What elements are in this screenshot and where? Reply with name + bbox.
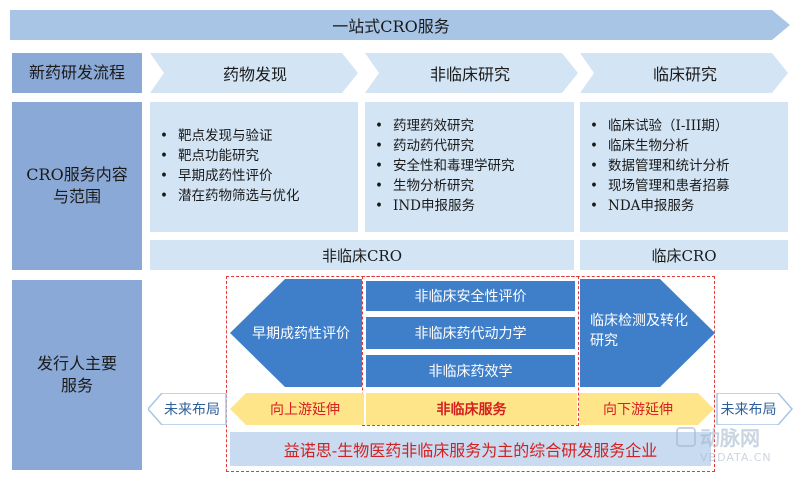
service-label-clinical-translation: 临床检测及转化研究 (590, 313, 688, 349)
service-bar-safety-evaluation: 非临床安全性评价 (366, 281, 575, 311)
scope-item: 安全性和毒理学研究 (375, 156, 574, 176)
scope-item: 靶点功能研究 (160, 146, 358, 166)
cro-bar-clinical: 临床CRO (580, 240, 788, 270)
chevron-nonclinical (365, 53, 578, 93)
service-bar-pharmacodynamics: 非临床药效学 (366, 355, 575, 387)
scope-item: 生物分析研究 (375, 176, 574, 196)
cro-bar-nonclinical: 非临床CRO (150, 240, 574, 270)
chevron-drug-discovery (150, 53, 358, 93)
scope-item: 药理药效研究 (375, 116, 574, 136)
scope-box-nonclinical: 药理药效研究 药动药代研究 安全性和毒理学研究 生物分析研究 IND申报服务 (365, 102, 574, 232)
stage-chevrons (150, 53, 788, 93)
chevron-clinical (580, 53, 788, 93)
service-shape-clinical-translation (580, 279, 715, 387)
scope-list-discovery: 靶点发现与验证 靶点功能研究 早期成药性评价 潜在药物筛选与优化 (160, 126, 358, 206)
scope-item: 靶点发现与验证 (160, 126, 358, 146)
row-label-issuer: 发行人主要服务 (12, 280, 142, 470)
core-bar-shape (366, 393, 577, 425)
scope-list-clinical: 临床试验（I-III期） 临床生物分析 数据管理和统计分析 现场管理和患者招募 … (590, 116, 788, 216)
service-shape-early-evaluation (230, 279, 362, 387)
scope-list-nonclinical: 药理药效研究 药动药代研究 安全性和毒理学研究 生物分析研究 IND申报服务 (375, 116, 574, 216)
scope-box-clinical: 临床试验（I-III期） 临床生物分析 数据管理和统计分析 现场管理和患者招募 … (580, 102, 788, 232)
scope-box-discovery: 靶点发现与验证 靶点功能研究 早期成药性评价 潜在药物筛选与优化 (150, 102, 358, 232)
scope-item: 潜在药物筛选与优化 (160, 186, 358, 206)
scope-item: 药动药代研究 (375, 136, 574, 156)
row-label-process: 新药研发流程 (12, 53, 142, 93)
scope-item: 临床试验（I-III期） (590, 116, 788, 136)
future-label-right: 未来布局 (720, 402, 777, 418)
future-arrow-left-shape (148, 393, 227, 425)
row-label-scope: CRO服务内容与范围 (12, 102, 142, 270)
service-shapes (230, 279, 715, 387)
top-banner-title: 一站式CRO服务 (332, 17, 450, 36)
stage-label-clinical: 临床研究 (652, 65, 717, 84)
stage-label-drug-discovery: 药物发现 (222, 65, 287, 84)
future-label-left: 未来布局 (164, 402, 220, 418)
downstream-label: 向下游延伸 (603, 402, 673, 418)
scope-item: 数据管理和统计分析 (590, 156, 788, 176)
future-arrow-right-shape (716, 393, 793, 425)
scope-item: IND申报服务 (375, 196, 574, 216)
core-service-label: 非临床服务 (436, 402, 507, 418)
extension-arrows (148, 393, 793, 425)
upstream-label: 向上游延伸 (270, 402, 340, 418)
services-core-dashed-frame (362, 276, 579, 426)
downstream-arrow-shape (579, 393, 714, 425)
summary-bar: 益诺思-生物医药非临床服务为主的综合研发服务企业 (230, 432, 711, 466)
scope-item: 早期成药性评价 (160, 166, 358, 186)
service-bar-pharmacokinetics: 非临床药代动力学 (366, 317, 575, 349)
upstream-arrow-shape (230, 393, 364, 425)
scope-item: 现场管理和患者招募 (590, 176, 788, 196)
scope-item: NDA申报服务 (590, 196, 788, 216)
top-banner-arrow-shape (10, 10, 790, 40)
scope-item: 临床生物分析 (590, 136, 788, 156)
top-banner: 一站式CRO服务 (10, 10, 790, 40)
service-label-early-evaluation: 早期成药性评价 (252, 326, 350, 342)
stage-label-nonclinical: 非临床研究 (429, 65, 510, 84)
